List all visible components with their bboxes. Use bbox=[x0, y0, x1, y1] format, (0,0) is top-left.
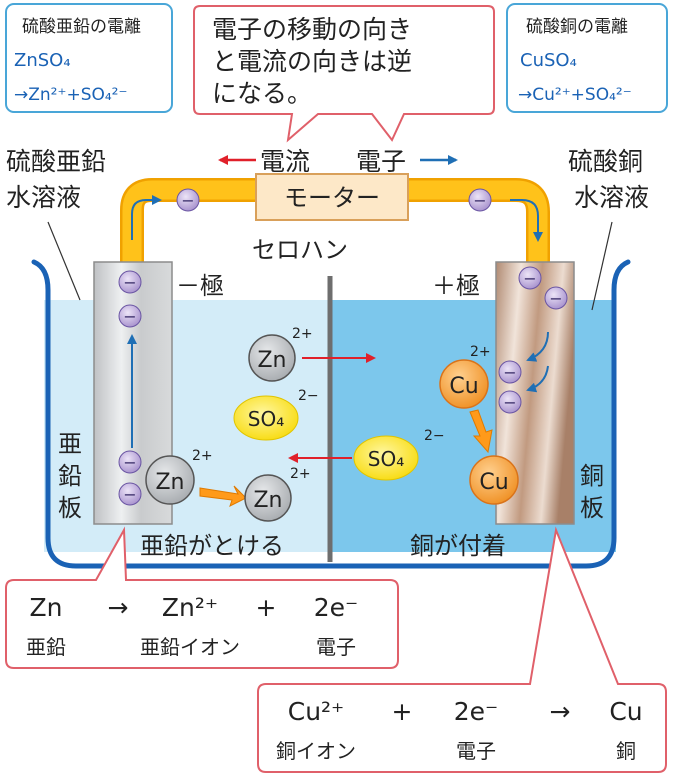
copper-box-reaction: →Cu²⁺+SO₄²⁻ bbox=[518, 85, 632, 105]
wire-electron-arrow-left bbox=[131, 195, 162, 240]
callout-line-3: になる。 bbox=[212, 79, 312, 108]
copper-plate-label-2: 板 bbox=[580, 494, 604, 522]
wire-electron-arrow-right bbox=[510, 199, 543, 242]
svg-text:2−: 2− bbox=[298, 388, 319, 404]
svg-text:SO₄: SO₄ bbox=[368, 447, 404, 471]
motor[interactable]: モーター bbox=[255, 173, 409, 221]
electron: − bbox=[498, 390, 522, 414]
svg-text:−: − bbox=[123, 485, 136, 504]
callout-line-2: と電流の向きは逆 bbox=[212, 47, 412, 76]
svg-text:−: − bbox=[523, 269, 536, 288]
copper-eq-plus: + bbox=[392, 697, 413, 726]
cellophane-label: セロハン bbox=[252, 236, 348, 264]
copper-electron-arrow bbox=[526, 331, 549, 362]
deposit-arrow bbox=[469, 409, 493, 454]
callout-line-1: 電子の移動の向き bbox=[212, 15, 412, 44]
zinc-eq-reactant: Zn bbox=[30, 593, 63, 622]
positive-electrode-label: ＋極 bbox=[432, 272, 480, 300]
copper-ion: Cu 2+ bbox=[439, 344, 491, 409]
copper-plate-label-1: 銅 bbox=[580, 462, 604, 490]
current-label: 電流 bbox=[260, 147, 310, 176]
zinc-ion: Zn 2+ bbox=[248, 326, 313, 382]
copper-box-title: 硫酸銅の電離 bbox=[526, 17, 628, 37]
copper-eq-product-name: 銅 bbox=[616, 739, 636, 763]
svg-text:Zn: Zn bbox=[253, 488, 282, 513]
zinc-eq-electrons: 2e⁻ bbox=[314, 593, 358, 622]
copper-eq-ion-name: 銅イオン bbox=[276, 739, 356, 763]
zinc-solution-label-1: 硫酸亜鉛 bbox=[6, 147, 106, 176]
zinc-plate-label-3: 板 bbox=[58, 494, 82, 522]
zinc-half-reaction-box: Zn → Zn²⁺ + 2e⁻ 亜鉛 亜鉛イオン 電子 bbox=[5, 526, 399, 669]
zinc-eq-arrow: → bbox=[108, 593, 129, 622]
svg-text:Cu: Cu bbox=[479, 470, 508, 495]
zinc-eq-electrons-name: 電子 bbox=[316, 635, 356, 659]
svg-text:−: − bbox=[549, 289, 562, 308]
copper-eq-product: Cu bbox=[609, 697, 642, 726]
electron: − bbox=[118, 304, 142, 328]
copper-solution-pointer bbox=[591, 221, 613, 311]
copper-eq-electrons: 2e⁻ bbox=[454, 697, 498, 726]
zinc-dissolves-label: 亜鉛がとける bbox=[140, 532, 284, 560]
beaker bbox=[31, 259, 631, 569]
electron: − bbox=[118, 450, 142, 474]
zinc-solution-pointer bbox=[47, 221, 81, 301]
copper-solution-label-1: 硫酸銅 bbox=[568, 147, 643, 176]
copper-eq-arrow: → bbox=[550, 697, 571, 726]
svg-text:−: − bbox=[123, 273, 136, 292]
svg-text:Zn: Zn bbox=[155, 470, 184, 495]
zinc-eq-ion: Zn²⁺ bbox=[162, 593, 218, 622]
dissolve-arrow bbox=[199, 485, 247, 507]
electron-label: 電子 bbox=[356, 147, 406, 176]
direction-callout: 電子の移動の向き と電流の向きは逆 になる。 bbox=[193, 5, 495, 143]
sulfate-ion: SO₄ 2− bbox=[353, 428, 445, 481]
svg-text:Zn: Zn bbox=[257, 348, 286, 373]
zinc-plate-label-2: 鉛 bbox=[58, 462, 82, 490]
svg-text:−: − bbox=[473, 191, 486, 210]
electron: − bbox=[468, 188, 492, 212]
copper-sulfate-ionization-box: 硫酸銅の電離 CuSO₄ →Cu²⁺+SO₄²⁻ bbox=[506, 3, 668, 113]
copper-eq-ion: Cu²⁺ bbox=[288, 697, 345, 726]
svg-text:2+: 2+ bbox=[192, 448, 213, 464]
zinc-plate-label-1: 亜 bbox=[58, 430, 82, 458]
copper-deposits-label: 銅が付着 bbox=[410, 532, 506, 560]
electron: − bbox=[176, 188, 200, 212]
copper-eq-electrons-name: 電子 bbox=[456, 739, 496, 763]
zinc-box-title: 硫酸亜鉛の電離 bbox=[22, 17, 141, 37]
zinc-eq-ion-name: 亜鉛イオン bbox=[140, 635, 240, 659]
electron: − bbox=[518, 266, 542, 290]
svg-text:−: − bbox=[123, 307, 136, 326]
svg-text:Cu: Cu bbox=[449, 374, 478, 399]
copper-half-reaction-box: Cu²⁺ + 2e⁻ → Cu 銅イオン 電子 銅 bbox=[257, 526, 667, 773]
zinc-solution-label-2: 水溶液 bbox=[6, 183, 81, 212]
electron: − bbox=[498, 360, 522, 384]
electron: − bbox=[118, 270, 142, 294]
svg-text:2+: 2+ bbox=[292, 326, 313, 342]
copper-box-formula: CuSO₄ bbox=[520, 50, 577, 71]
copper-electron-arrow bbox=[526, 365, 549, 393]
svg-text:2+: 2+ bbox=[290, 466, 311, 482]
svg-text:−: − bbox=[503, 363, 516, 382]
zinc-ion: Zn 2+ bbox=[244, 466, 311, 522]
svg-text:−: − bbox=[123, 453, 136, 472]
zinc-sulfate-ionization-box: 硫酸亜鉛の電離 ZnSO₄ →Zn²⁺+SO₄²⁻ bbox=[5, 3, 173, 113]
zinc-eq-reactant-name: 亜鉛 bbox=[26, 635, 66, 659]
svg-text:−: − bbox=[181, 191, 194, 210]
sulfate-ion: SO₄ 2− bbox=[233, 388, 319, 441]
zinc-atom-dissolving: Zn 2+ bbox=[145, 448, 213, 505]
svg-text:SO₄: SO₄ bbox=[248, 407, 284, 431]
copper-atom-depositing: Cu bbox=[469, 455, 519, 505]
svg-text:2+: 2+ bbox=[470, 344, 491, 360]
motor-label: モーター bbox=[284, 184, 380, 212]
electron: − bbox=[544, 286, 568, 310]
svg-text:2−: 2− bbox=[424, 428, 445, 444]
zinc-box-formula: ZnSO₄ bbox=[14, 50, 71, 71]
negative-electrode-label: －極 bbox=[176, 272, 224, 300]
electron: − bbox=[118, 482, 142, 506]
copper-solution-label-2: 水溶液 bbox=[574, 183, 649, 212]
zinc-box-reaction: →Zn²⁺+SO₄²⁻ bbox=[14, 85, 127, 105]
zinc-eq-plus: + bbox=[256, 593, 277, 622]
svg-text:−: − bbox=[503, 393, 516, 412]
